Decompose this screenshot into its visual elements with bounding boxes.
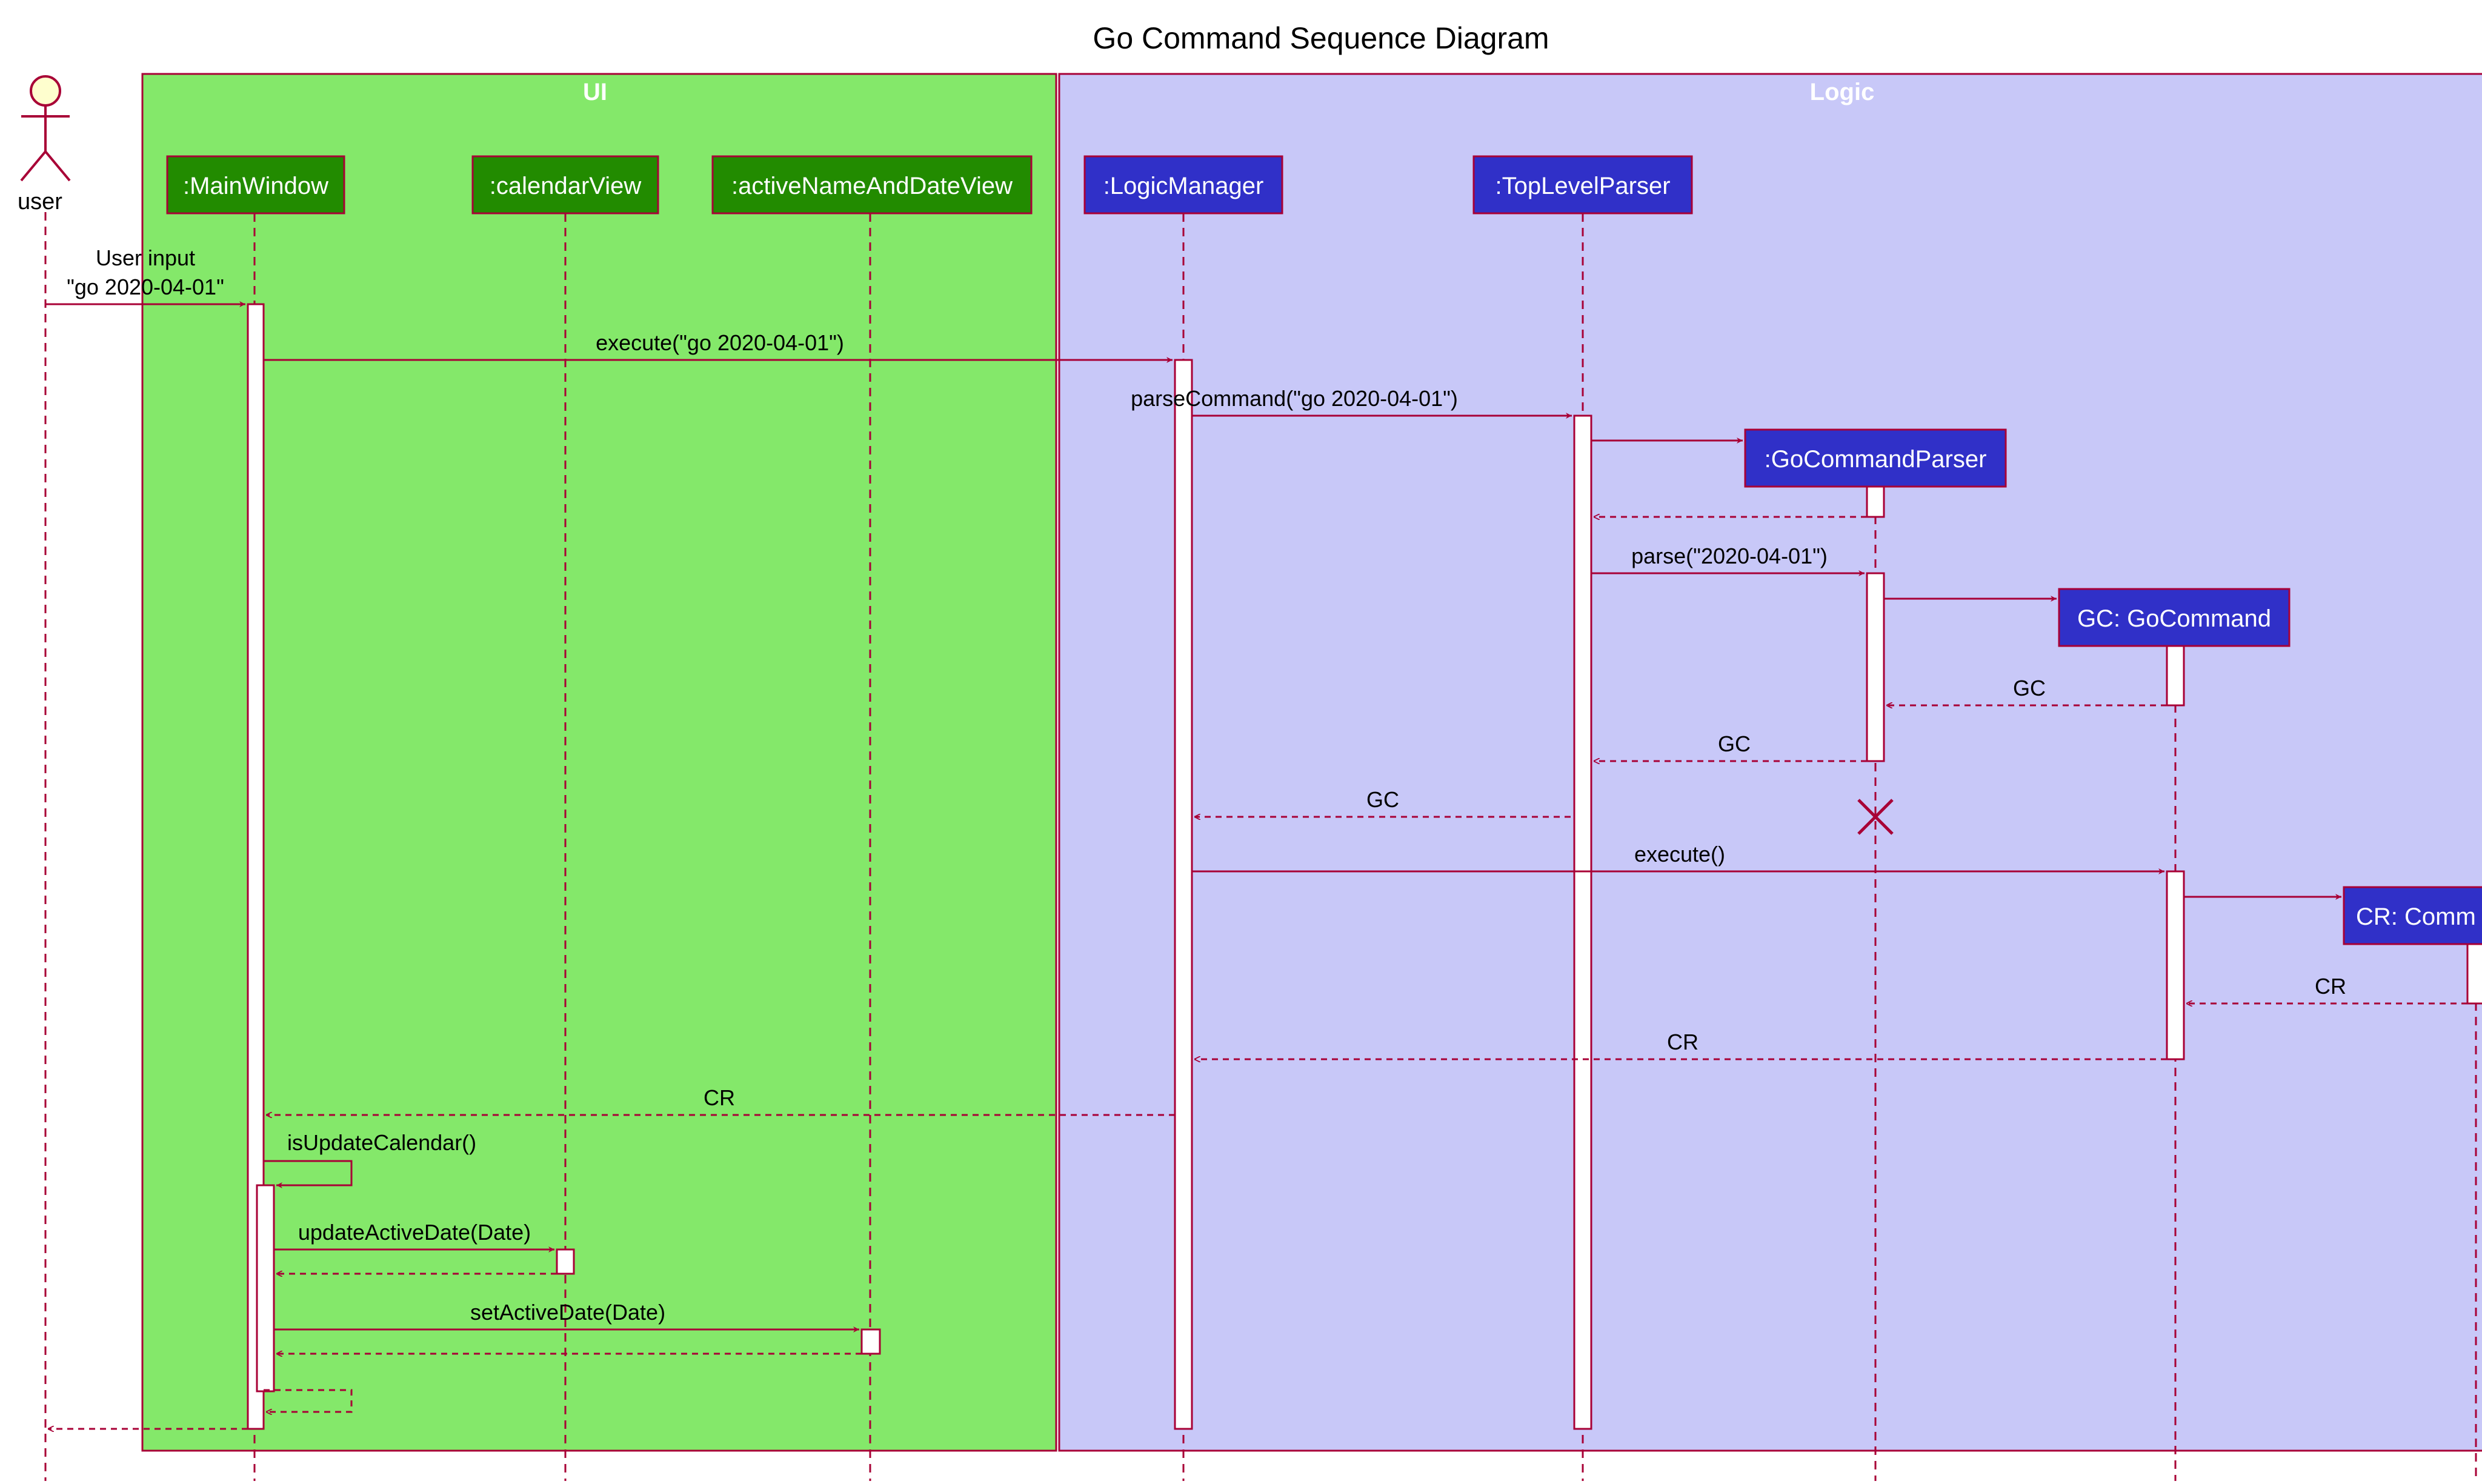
diagram-title: Go Command Sequence Diagram xyxy=(1093,21,1549,55)
activation-gocommand-create xyxy=(2166,645,2185,707)
label-cr-return-2: CR xyxy=(1667,1030,1698,1054)
logic-box-label: Logic xyxy=(1810,79,1875,105)
participant-gocommand-box xyxy=(2058,588,2291,647)
label-cr-return-1: CR xyxy=(2315,974,2346,999)
activation-mainwindow-nested xyxy=(256,1184,275,1392)
participants: :MainWindow :calendarView :activeNameAnd… xyxy=(166,155,2482,945)
msg-is-update-calendar xyxy=(264,1160,353,1188)
message-arrows xyxy=(45,301,2467,1429)
participant-gocommandparser: :GoCommandParser xyxy=(1765,446,1987,473)
label-set-active-date: setActiveDate(Date) xyxy=(470,1300,665,1325)
actor-label: user xyxy=(18,189,62,215)
label-parse: parse("2020-04-01") xyxy=(1631,544,1828,568)
participant-toplevelparser: :TopLevelParser xyxy=(1495,173,1670,199)
activation-gocommand-execute xyxy=(2166,870,2185,1060)
participant-commandresult: CR: Comm xyxy=(2356,903,2476,930)
logic-box xyxy=(1058,73,2482,1452)
actor-user xyxy=(20,75,71,182)
label-update-active-date: updateActiveDate(Date) xyxy=(298,1220,531,1245)
ui-box xyxy=(141,73,1057,1452)
participant-mainwindow: :MainWindow xyxy=(183,173,328,199)
participant-logicmanager: :LogicManager xyxy=(1103,173,1264,199)
message-labels: User input "go 2020-04-01" execute("go 2… xyxy=(67,245,2346,1325)
participant-toplevelparser-box xyxy=(1472,155,1693,215)
participant-mainwindow-box xyxy=(166,155,345,215)
label-execute: execute() xyxy=(1634,842,1725,867)
label-user-input-line1: User input xyxy=(96,245,195,270)
label-execute-input: execute("go 2020-04-01") xyxy=(596,330,844,355)
label-user-input-line2: "go 2020-04-01" xyxy=(67,275,224,299)
participant-commandresult-box xyxy=(2343,886,2482,945)
actor-head xyxy=(30,75,61,107)
participant-activeview-box xyxy=(711,155,1033,215)
activation-commandresult xyxy=(2466,943,2482,1005)
label-cr-return-3: CR xyxy=(704,1085,735,1110)
label-parse-command: parseCommand("go 2020-04-01") xyxy=(1131,386,1458,411)
label-gc-return-2: GC xyxy=(1718,731,1751,756)
label-gc-return-3: GC xyxy=(1366,787,1399,812)
participant-gocommand: GC: GoCommand xyxy=(2077,605,2271,632)
ui-box-label: UI xyxy=(583,79,607,105)
participant-calendarview-box xyxy=(471,155,659,215)
participant-gocommandparser-box xyxy=(1744,428,2007,488)
participant-activeview: :activeNameAndDateView xyxy=(731,173,1013,199)
activation-activeview xyxy=(860,1328,881,1355)
label-gc-return-1: GC xyxy=(2013,676,2046,700)
msg-self-return xyxy=(264,1389,353,1412)
activation-gocommandparser-create xyxy=(1866,485,1885,518)
label-is-update-calendar: isUpdateCalendar() xyxy=(287,1130,476,1155)
participant-logicmanager-box xyxy=(1083,155,1283,215)
activations xyxy=(247,303,2482,1430)
participant-calendarview: :calendarView xyxy=(490,173,642,199)
activation-gocommandparser-parse xyxy=(1866,572,1885,762)
activation-toplevelparser xyxy=(1573,414,1592,1430)
activation-logicmanager xyxy=(1174,359,1193,1430)
destroy-gocommandparser-marker xyxy=(1857,799,1894,835)
activation-calendarview xyxy=(556,1248,575,1275)
